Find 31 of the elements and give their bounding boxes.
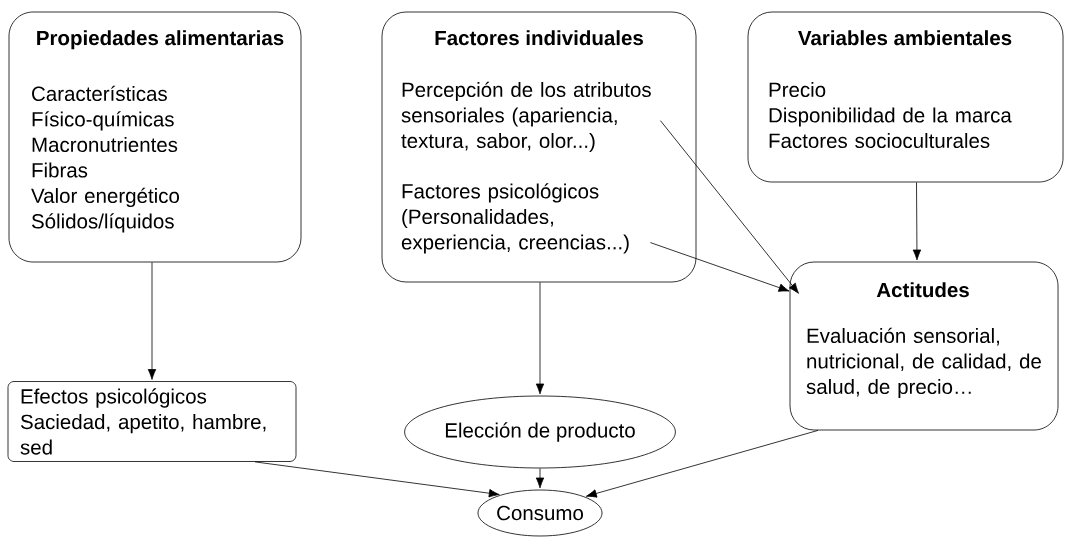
oval: Elección de producto xyxy=(404,395,676,469)
list-item: Disponibilidad de la marca xyxy=(769,107,1012,127)
box-heading: Propiedades alimentarias xyxy=(37,30,284,50)
list-item: Valor energético xyxy=(31,187,179,208)
list-item: Sólidos/líquidos xyxy=(31,213,174,233)
list-item: Características xyxy=(32,85,167,102)
text-box: Efectos psicológicos Saciedad, apetito, hambre, sed xyxy=(7,381,297,462)
arrow xyxy=(660,120,799,294)
arrow xyxy=(147,262,157,380)
arrow xyxy=(912,182,922,261)
rounded-box xyxy=(747,11,1064,183)
list-item: Factores socioculturales xyxy=(769,133,990,149)
box-heading: Actitudes xyxy=(876,282,969,298)
arrow xyxy=(254,461,500,498)
box-heading: Variables ambientales xyxy=(798,30,1012,46)
rounded-box xyxy=(381,11,697,283)
body-text: Percepción de los atributos sensoriales (apariencia, textura, sabor, olor...) xyxy=(401,81,651,153)
rounded-box xyxy=(8,11,302,263)
box-heading: Factores individuales xyxy=(435,30,643,46)
arrow xyxy=(535,282,545,395)
body-text: Evaluación sensorial, nutricional, de calidad, de salud, de precio… xyxy=(806,327,1041,399)
body-text: Factores psicológicos (Personalidades, experiencia, creencias...) xyxy=(401,183,629,254)
list-item: Precio xyxy=(769,82,826,98)
rounded-box xyxy=(789,261,1059,431)
arrow xyxy=(650,242,790,292)
arrow xyxy=(535,468,545,489)
list-item: Macronutrientes xyxy=(32,137,178,153)
list-item: Fibras xyxy=(32,162,88,178)
list-item: Físico-químicas xyxy=(32,111,174,131)
arrow xyxy=(586,430,819,498)
oval: Consumo xyxy=(477,489,603,537)
